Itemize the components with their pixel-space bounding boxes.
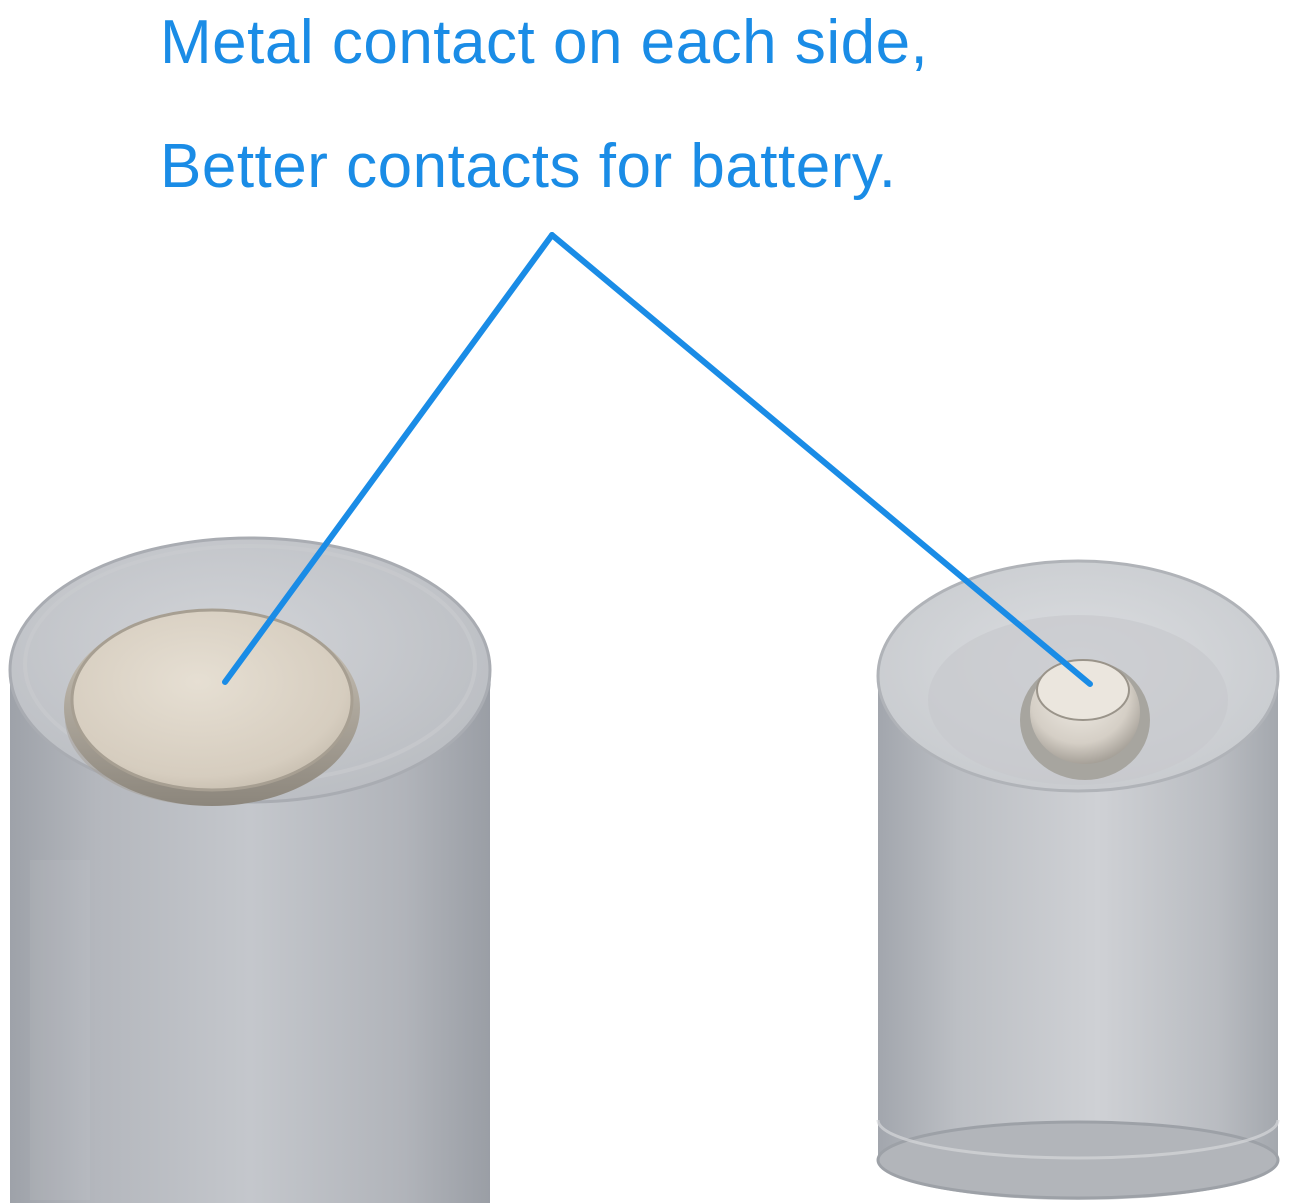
pointer-line-left [222, 232, 555, 685]
left-spacer [8, 536, 492, 1203]
caption-line-2: Better contacts for battery. [160, 132, 897, 201]
caption-line-1: Metal contact on each side, [160, 8, 929, 77]
pointer-line-right [549, 232, 1093, 687]
right-spacer [876, 559, 1280, 1200]
pointer-lines [222, 232, 1093, 687]
